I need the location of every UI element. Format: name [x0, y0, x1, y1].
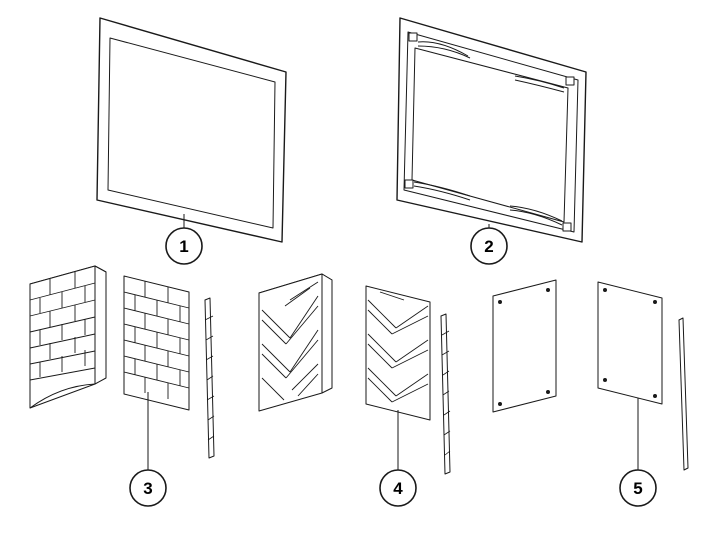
callout-3-label: 3 [143, 479, 152, 498]
callout-5: 5 [619, 469, 657, 507]
callout-5-label: 5 [633, 479, 642, 498]
plain-panel-icon [492, 279, 689, 471]
callout-1: 1 [165, 227, 203, 265]
brick-panel-icon [29, 265, 215, 459]
leader-lines [147, 214, 639, 470]
callout-1-label: 1 [179, 237, 188, 256]
plain-frame-icon [96, 17, 287, 243]
callout-2: 2 [470, 227, 508, 265]
callout-4-label: 4 [393, 479, 403, 498]
herringbone-panel-icon [258, 273, 451, 475]
callout-2-label: 2 [484, 237, 493, 256]
decorative-frame-icon [396, 17, 587, 243]
callout-4: 4 [379, 469, 417, 507]
callout-3: 3 [129, 469, 167, 507]
